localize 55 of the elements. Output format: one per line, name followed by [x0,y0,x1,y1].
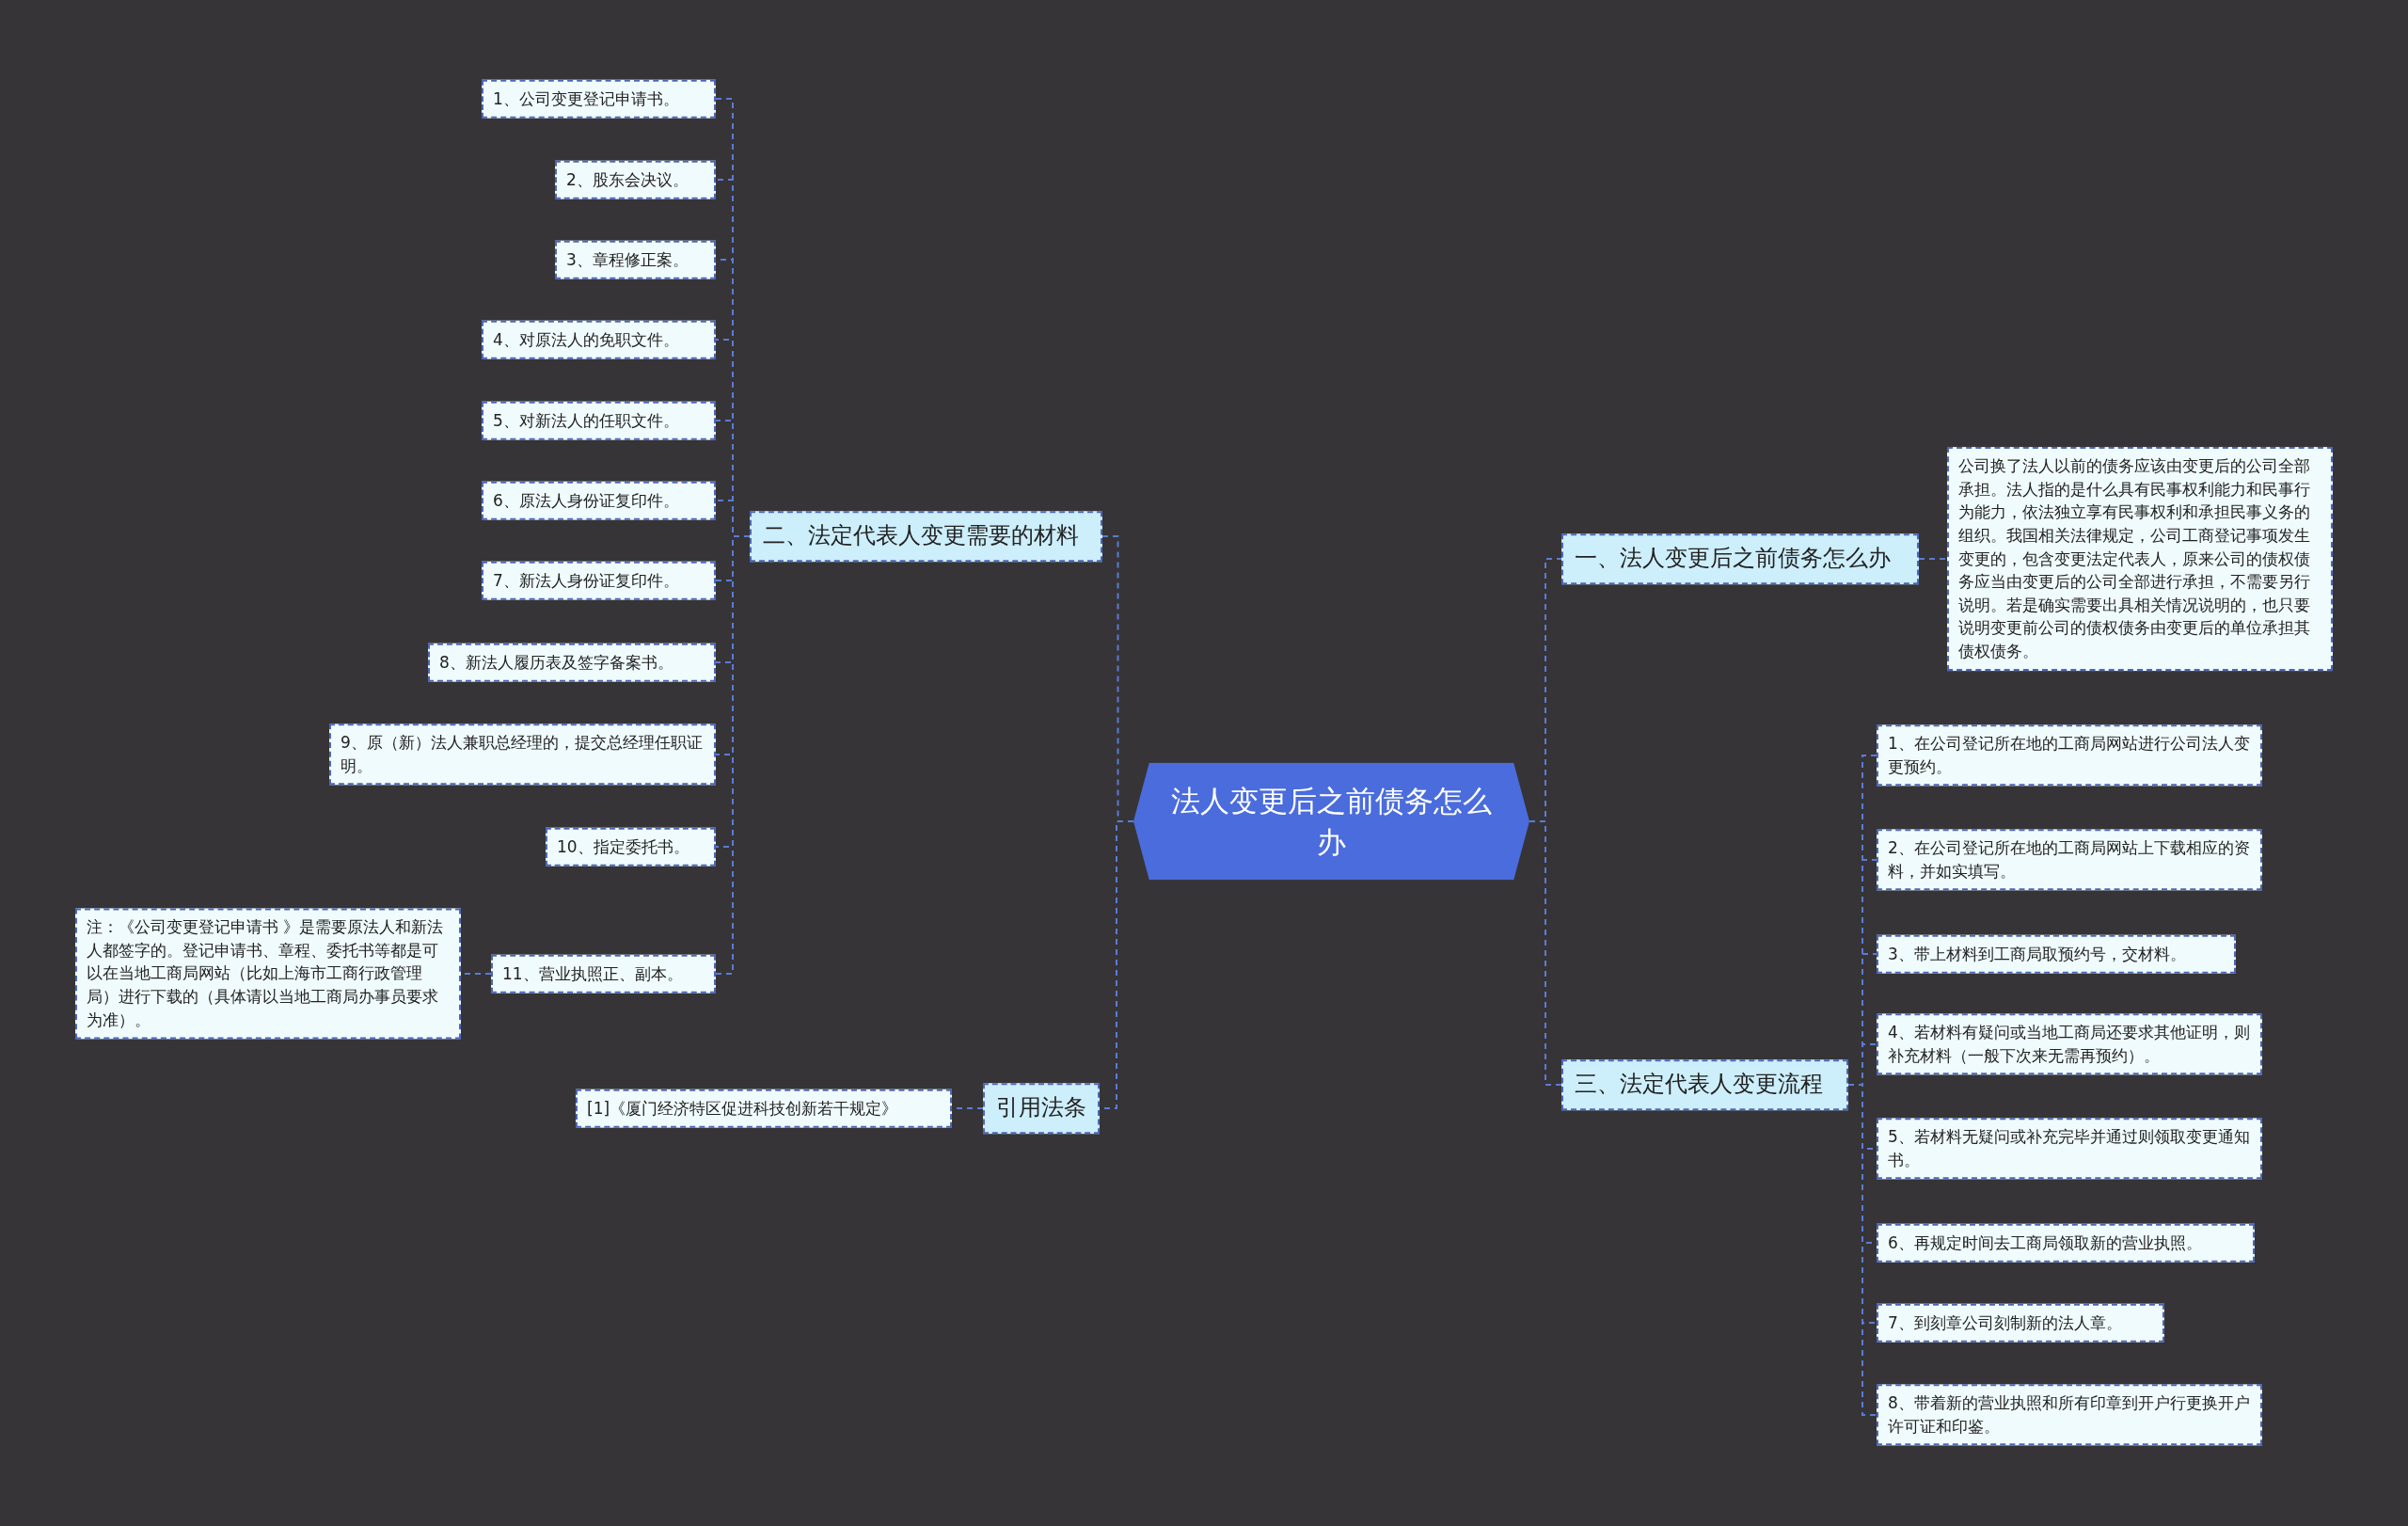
topic-text: 2、在公司登记所在地的工商局网站上下载相应的资料，并如实填写。 [1888,837,2251,882]
topic-text: 11、营业执照正、副本。 [502,962,684,985]
topic-text: 7、新法人身份证复印件。 [493,569,680,592]
subtopic-box [482,401,716,440]
topic-text: 注：《公司变更登记申请书 》是需要原法人和新法人都签字的。登记申请书、章程、委托书等都是可以在当地工商局网站（比如上海市工商行政管理局）进行下载的（具体请以当地工商局办事员要求为准）。 [87,916,445,1031]
connector-line [1918,558,1948,560]
subtopic-box [329,723,716,786]
branch-topic-box [983,1083,1100,1134]
topic-text: 3、带上材料到工商局取预约号，交材料。 [1888,943,2187,965]
subtopic-box [428,643,716,682]
topic-text: 4、若材料有疑问或当地工商局还要求其他证明，则补充材料（一般下次来无需再预约）。 [1888,1022,2251,1067]
topic-text: 4、对原法人的免职文件。 [493,328,680,351]
topic-text: 6、原法人身份证复印件。 [493,489,680,512]
subtopic-box [482,481,716,520]
subtopic-box [482,561,716,600]
subtopic-box [1877,1118,2262,1180]
topic-text: 1、公司变更登记申请书。 [493,87,680,110]
branch-topic-box [1561,533,1919,584]
subtopic-box [1877,1223,2255,1263]
topic-text: 二、法定代表人变更需要的材料 [763,521,1080,551]
topic-text: 2、股东会决议。 [566,168,689,191]
topic-text: 8、带着新的营业执照和所有印章到开户行更换开户许可证和印鉴。 [1888,1392,2251,1438]
subtopic-box [1877,934,2236,974]
connector-line [1529,820,1562,1086]
topic-text: 8、新法人履历表及签字备案书。 [439,651,674,674]
subtopic-box [1877,1303,2164,1343]
topic-text: 法人变更后之前债务怎么办 [1171,782,1492,860]
topic-text: 三、法定代表人变更流程 [1575,1070,1824,1100]
subtopic-box [482,320,716,359]
subtopic-box [75,908,461,1040]
topic-text: [1]《厦门经济特区促进科技创新若干规定》 [587,1097,899,1120]
subtopic-box [1877,1013,2262,1075]
topic-text: 9、原（新）法人兼职总经理的，提交总经理任职证明。 [341,732,704,777]
topic-text: 6、再规定时间去工商局领取新的营业执照。 [1888,1232,2203,1254]
subtopic-box [555,160,716,199]
subtopic-box [491,954,716,993]
subtopic-box [1877,724,2262,787]
topic-text: 一、法人变更后之前债务怎么办 [1575,544,1892,574]
subtopic-box [546,827,716,866]
topic-text: 引用法条 [996,1093,1086,1123]
branch-topic-box [1561,1059,1848,1110]
topic-text: 1、在公司登记所在地的工商局网站进行公司法人变更预约。 [1888,733,2251,778]
subtopic-box [1877,1384,2262,1446]
subtopic-box [1947,447,2333,671]
branch-topic-box [750,511,1102,562]
subtopic-box [576,1089,952,1128]
topic-text: 7、到刻章公司刻制新的法人章。 [1888,1311,2123,1334]
subtopic-box [555,240,716,279]
subtopic-box [482,79,716,119]
topic-text: 5、对新法人的任职文件。 [493,409,680,432]
topic-text: 5、若材料无疑问或补充完毕并通过则领取变更通知书。 [1888,1126,2251,1171]
topic-text: 公司换了法人以前的债务应该由变更后的公司全部承担。法人指的是什么具有民事权利能力和民事行为能力，依法独立享有民事权利和承担民事义务的组织。我国相关法律规定，公司工商登记事项发生变更的，包含变更法定代表人，原来公司的债权债务应当由变更后的公司全部进行承担，不需要另行说明。若是确实需要出具相关情况说明的，也只要说明变更前公司的债权债务由变更后的单位承担其债权债务。 [1958,455,2311,663]
topic-text: 10、指定委托书。 [557,835,690,858]
subtopic-box [1877,829,2262,891]
topic-text: 3、章程修正案。 [566,248,689,271]
